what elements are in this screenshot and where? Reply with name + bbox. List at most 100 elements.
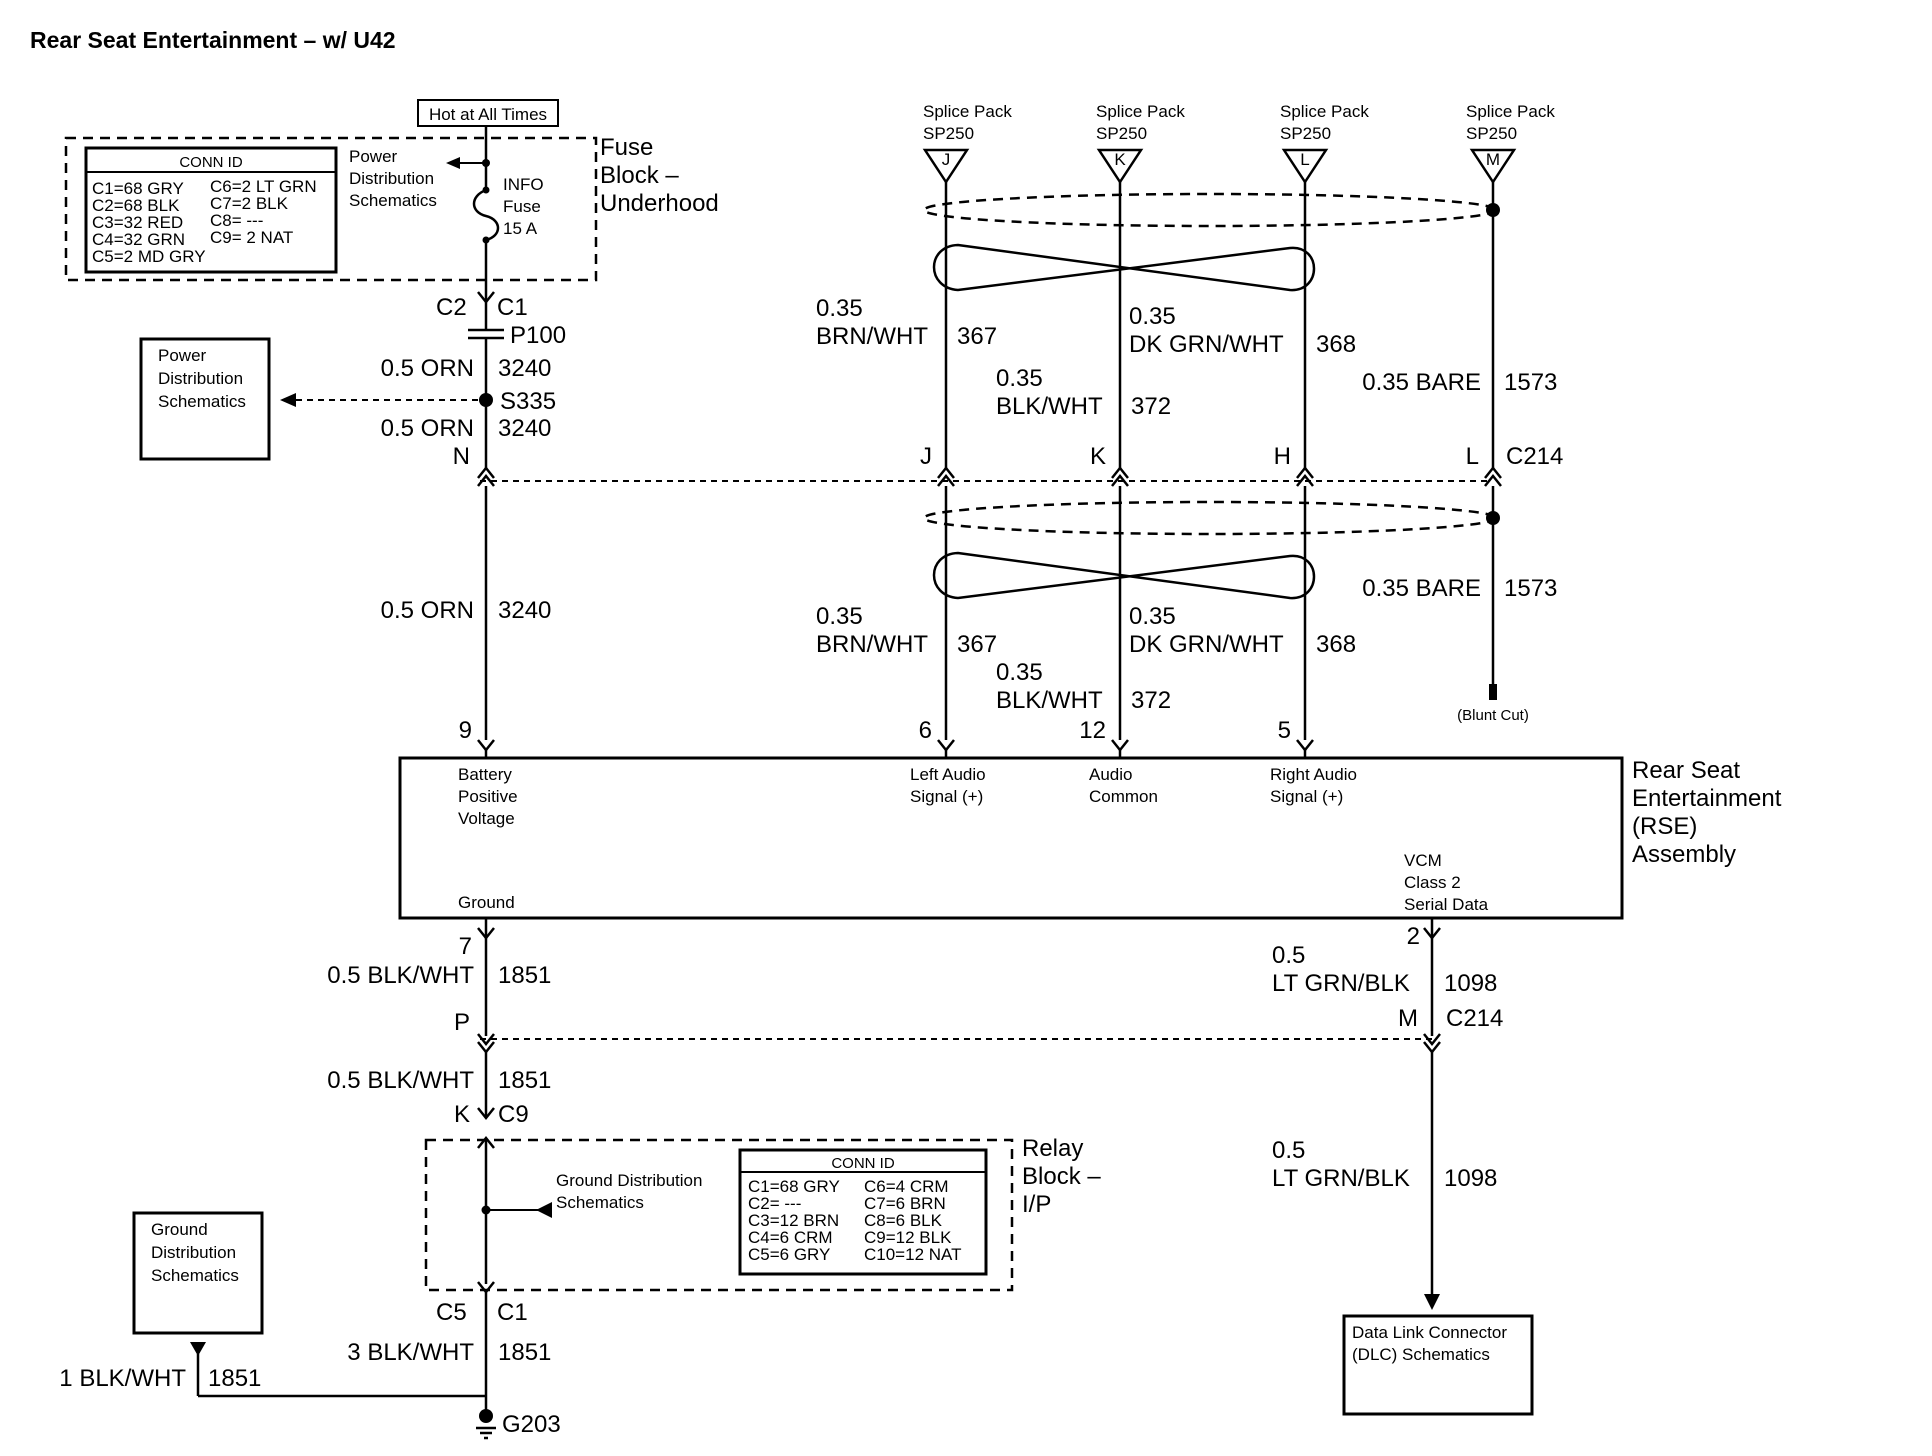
wire-1851-label-3: 3 BLK/WHT (347, 1339, 474, 1366)
relay-conn-id-c8: C8=6 BLK (864, 1211, 943, 1230)
blunt-cut-icon (1489, 684, 1497, 700)
splice-pack-l-icon (1281, 148, 1329, 185)
ground-dist-box-2: Distribution (151, 1243, 236, 1262)
orn-wire-label-2: 0.5 ORN (381, 415, 474, 442)
power-dist-box-3: Schematics (158, 392, 246, 411)
relay-block-label-2: Block – (1022, 1163, 1101, 1190)
rse-right-audio-2: Signal (+) (1270, 787, 1343, 806)
wire-372-circuit-bottom: 372 (1131, 687, 1171, 714)
splice-pack-k-icon (1096, 148, 1144, 185)
pin-9-connector-icon (477, 739, 495, 753)
pin-9-label: 9 (459, 717, 472, 744)
relay-block-label-3: I/P (1022, 1191, 1051, 1218)
dlc-label-2: (DLC) Schematics (1352, 1345, 1490, 1364)
splice-pack-j-icon (922, 148, 970, 185)
rse-audio-common-1: Audio (1089, 765, 1132, 784)
conn-id-c5: C5=2 MD GRY (92, 247, 206, 266)
wire-1573-circuit-bottom: 1573 (1504, 575, 1557, 602)
pin-p-label: P (454, 1009, 470, 1036)
conn-id-c1: C1=68 GRY (92, 179, 184, 198)
conn-id-c6: C6=2 LT GRN (210, 177, 317, 196)
c9-label: C9 (498, 1101, 529, 1128)
c214-k-connector-icon (1111, 465, 1129, 487)
shield-bottom-icon (922, 500, 1498, 536)
circuit-1851-label-4: 1851 (208, 1365, 261, 1392)
splice-pack-k-name: Splice Pack (1096, 102, 1185, 121)
rse-label-1: Rear Seat (1632, 757, 1740, 784)
wire-368-circuit-bottom: 368 (1316, 631, 1356, 658)
wire-368-circuit-top: 368 (1316, 331, 1356, 358)
circuit-1851-label-3: 1851 (498, 1339, 551, 1366)
conn-id-c9: C9= 2 NAT (210, 228, 293, 247)
ground-dist-box-3: Schematics (151, 1266, 239, 1285)
rse-pin-12: 12 (1079, 717, 1106, 744)
wire-368-gauge-bottom: 0.35 (1129, 603, 1176, 630)
ground-dist-arrow-icon (190, 1342, 206, 1356)
rse-label-3: (RSE) (1632, 813, 1697, 840)
p100-label: P100 (510, 322, 566, 349)
hot-at-all-times-label: Hot at All Times (429, 105, 547, 124)
rse-label-4: Assembly (1632, 841, 1736, 868)
wire-367-circuit-bottom: 367 (957, 631, 997, 658)
fuse-block-label-3: Underhood (600, 190, 719, 217)
splice-pack-j-id: SP250 (923, 124, 974, 143)
splice-pack-k-id: SP250 (1096, 124, 1147, 143)
ground-dist-box-1: Ground (151, 1220, 208, 1239)
wire-1098-gauge-2: 0.5 (1272, 1137, 1305, 1164)
circuit-3240-label-1: 3240 (498, 355, 551, 382)
relay-ground-dist-2: Schematics (556, 1193, 644, 1212)
conn-id-header: CONN ID (179, 154, 243, 171)
fuse-label-3: 15 A (503, 219, 538, 238)
splice-pack-k-letter: K (1114, 150, 1126, 169)
wire-372-circuit-top: 372 (1131, 393, 1171, 420)
rse-battery-2: Positive (458, 787, 518, 806)
dlc-arrow-icon (1424, 1294, 1440, 1310)
fuse-power-dist-3: Schematics (349, 191, 437, 210)
g203-splice (479, 1409, 493, 1423)
wire-372-gauge-bottom: 0.35 (996, 659, 1043, 686)
wire-1851-label-4: 1 BLK/WHT (59, 1365, 186, 1392)
circuit-3240-label-2: 3240 (498, 415, 551, 442)
relay-conn-id-c1: C1=68 GRY (748, 1177, 840, 1196)
fuse-block-outline (64, 136, 598, 282)
c1-top-label: C1 (497, 294, 528, 321)
conn-id-c4: C4=32 GRN (92, 230, 185, 249)
relay-conn-id-c6: C6=4 CRM (864, 1177, 949, 1196)
rse-vcm-2: Class 2 (1404, 873, 1461, 892)
splice-pack-l-id: SP250 (1280, 124, 1331, 143)
wire-367-color-bottom: BRN/WHT (816, 631, 928, 658)
wire-368-color-bottom: DK GRN/WHT (1129, 631, 1284, 658)
rse-pin-5-connector-icon (1296, 739, 1314, 753)
hot-at-all-times-box (417, 99, 559, 127)
rse-ground: Ground (458, 893, 515, 912)
splice-pack-l-letter: L (1300, 150, 1309, 169)
wire-367-gauge-bottom: 0.35 (816, 603, 863, 630)
pin-7-label: 7 (459, 933, 472, 960)
splice-pack-l-name: Splice Pack (1280, 102, 1369, 121)
ground-dist-box (132, 1211, 264, 1335)
rse-vcm-1: VCM (1404, 851, 1442, 870)
pin-2-label: 2 (1407, 923, 1420, 950)
fuse-block-label-2: Block – (600, 162, 679, 189)
splice-pack-m-name: Splice Pack (1466, 102, 1555, 121)
c214-j-connector-icon (937, 465, 955, 487)
fuse-block-conn-id-table: CONN ID C1=68 GRY C2=68 BLK C3=32 RED C4… (84, 146, 338, 274)
rse-pin-6: 6 (919, 717, 932, 744)
relay-ground-arrow-icon (536, 1202, 552, 1218)
wire-372-color-bottom: BLK/WHT (996, 687, 1103, 714)
c214-n-connector-icon (477, 465, 495, 487)
relay-conn-id-c7: C7=6 BRN (864, 1194, 946, 1213)
rse-left-audio-1: Left Audio (910, 765, 986, 784)
wire-372-color-top: BLK/WHT (996, 393, 1103, 420)
fuse-block-label-1: Fuse (600, 134, 653, 161)
c214-bottom-label: C214 (1446, 1005, 1503, 1032)
rse-left-audio-2: Signal (+) (910, 787, 983, 806)
relay-block-label-1: Relay (1022, 1135, 1083, 1162)
relay-conn-id-c5: C5=6 GRY (748, 1245, 830, 1264)
twisted-pair-top-icon (932, 243, 1316, 292)
rse-right-audio-1: Right Audio (1270, 765, 1357, 784)
rse-battery-1: Battery (458, 765, 512, 784)
blunt-cut-label: (Blunt Cut) (1457, 707, 1529, 724)
wire-367-circuit-top: 367 (957, 323, 997, 350)
conn-id-c7: C7=2 BLK (210, 194, 289, 213)
